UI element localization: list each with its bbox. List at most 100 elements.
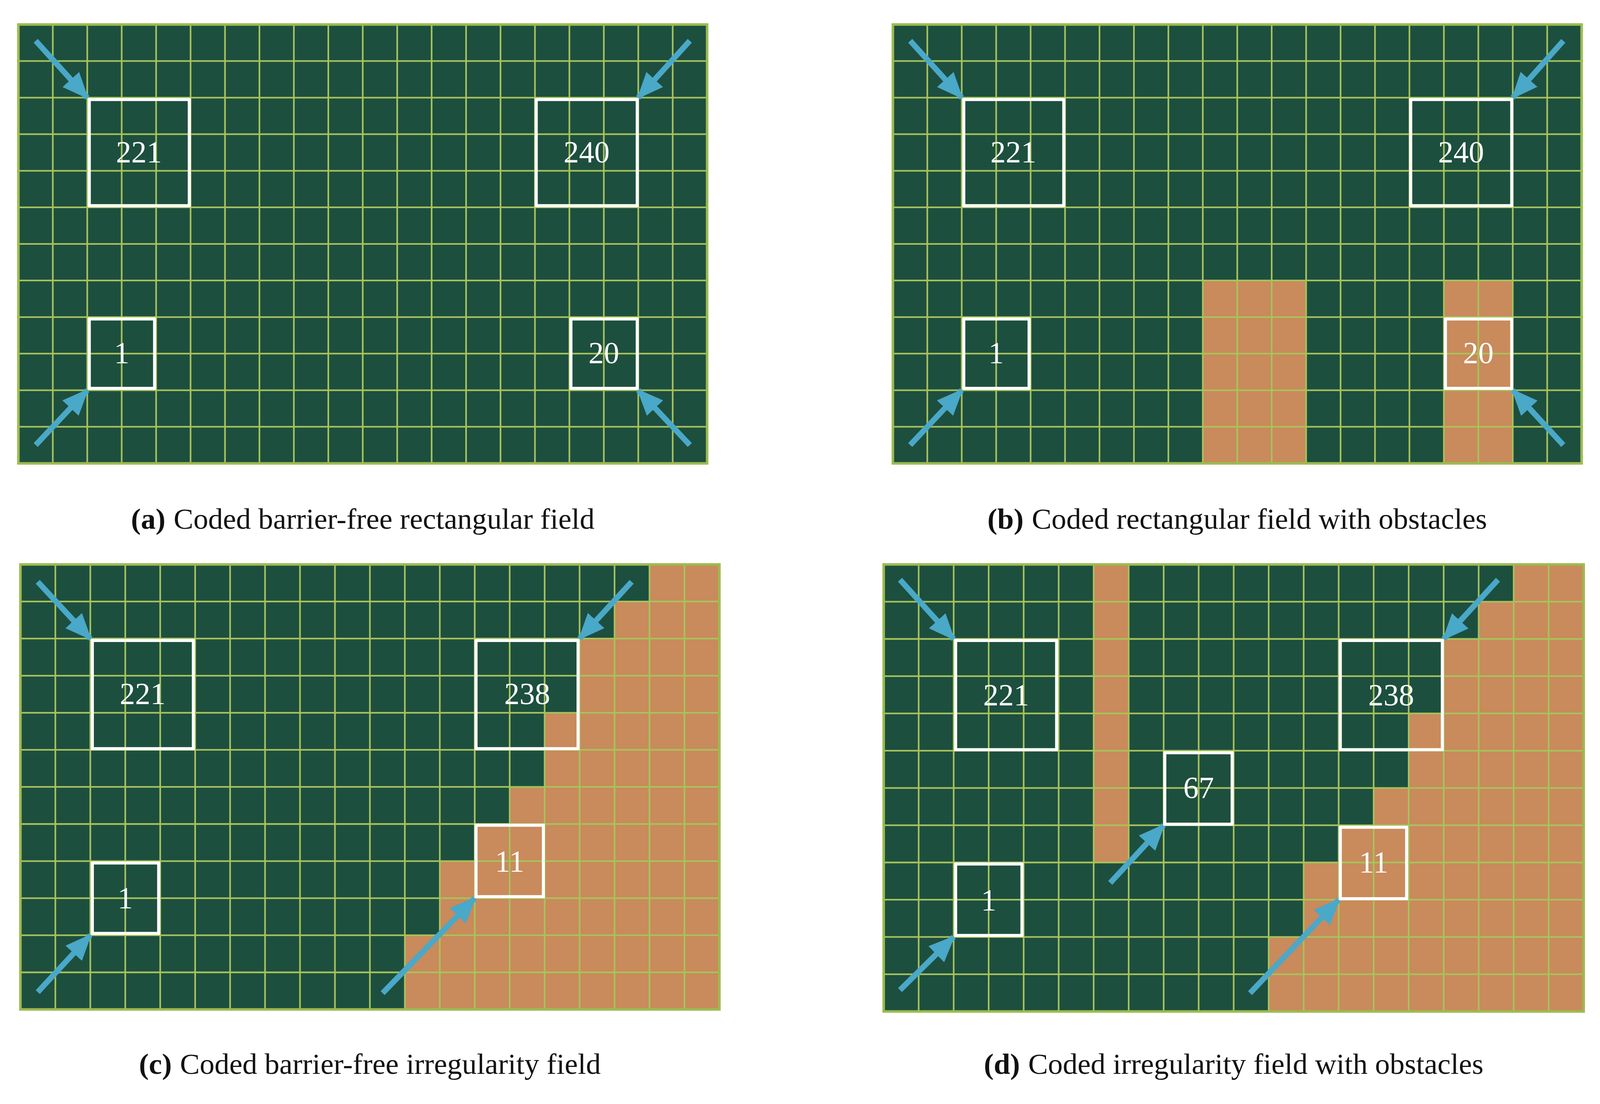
cell-code-number: 1	[988, 338, 1005, 369]
obstacle-cell	[1444, 390, 1479, 428]
obstacle-cell	[1093, 713, 1130, 752]
obstacle-cell	[1271, 426, 1307, 464]
obstacle-cell	[649, 638, 685, 676]
cell-code-box: 240	[1409, 97, 1513, 208]
obstacle-cell	[579, 934, 615, 973]
obstacle-cell	[1478, 601, 1514, 640]
obstacle-cell	[1478, 824, 1514, 863]
obstacle-cell	[579, 860, 615, 899]
obstacle-cell	[1093, 638, 1130, 677]
obstacle-cell	[579, 823, 615, 862]
obstacle-cell	[1443, 899, 1479, 938]
obstacle-cell	[1513, 601, 1550, 640]
obstacle-cell	[1513, 824, 1550, 863]
grid-line	[20, 711, 720, 714]
obstacle-cell	[1443, 862, 1479, 900]
obstacle-cell	[509, 972, 545, 1010]
obstacle-cell	[1443, 974, 1479, 1012]
obstacle-cell	[1548, 564, 1585, 603]
grid-line	[20, 785, 720, 788]
grid-line	[893, 133, 1582, 136]
obstacle-cell	[684, 972, 720, 1010]
cell-code-number: 238	[504, 678, 551, 710]
obstacle-cell	[614, 972, 651, 1010]
obstacle-cell	[579, 897, 615, 936]
obstacle-cell	[1443, 824, 1479, 863]
cell-code-number: 221	[119, 678, 166, 710]
obstacle-cell	[1237, 353, 1273, 391]
grid-line	[18, 242, 708, 245]
panel-tag: (c)	[139, 1046, 172, 1080]
obstacle-cell	[1444, 426, 1479, 464]
grid-line	[893, 242, 1582, 245]
obstacle-cell	[544, 823, 580, 862]
cell-code-number: 221	[983, 679, 1030, 710]
obstacle-cell	[439, 934, 476, 973]
obstacle-cell	[1303, 936, 1339, 975]
obstacle-cell	[1444, 280, 1479, 318]
obstacle-cell	[1271, 280, 1307, 318]
obstacle-cell	[684, 712, 720, 751]
obstacle-cell	[1443, 675, 1479, 714]
grid-line	[20, 674, 720, 677]
obstacle-cell	[1237, 426, 1273, 464]
obstacle-cell	[1338, 936, 1374, 975]
obstacle-cell	[1338, 899, 1374, 938]
obstacle-cell	[1202, 317, 1238, 355]
obstacle-cell	[684, 823, 720, 862]
obstacle-cell	[1338, 974, 1374, 1012]
obstacle-cell	[579, 712, 615, 751]
cell-code-box: 1	[87, 317, 157, 391]
obstacle-cell	[684, 638, 720, 676]
obstacle-cell	[579, 638, 615, 676]
obstacle-cell	[544, 786, 580, 825]
field-border	[893, 24, 1582, 464]
obstacle-cell	[1548, 862, 1585, 900]
field-panel	[18, 24, 708, 464]
pointer-arrow	[35, 390, 88, 446]
obstacle-cell	[1408, 750, 1445, 789]
pointer-arrow	[910, 390, 962, 446]
obstacle-cell	[614, 823, 651, 862]
pointer-arrow	[638, 390, 691, 446]
cell-code-box: 238	[1338, 638, 1444, 751]
obstacle-cell	[579, 972, 615, 1010]
obstacle-cell	[1478, 787, 1514, 826]
obstacle-cell	[1408, 862, 1445, 900]
pointer-arrow	[910, 40, 962, 98]
grid-line	[883, 787, 1584, 789]
obstacle-cell	[614, 601, 651, 639]
cell-code-number: 1	[117, 882, 134, 914]
cell-code-number: 240	[563, 136, 610, 168]
obstacle-cell	[1237, 317, 1273, 355]
cell-code-box: 238	[474, 638, 580, 750]
obstacle-cell	[614, 934, 651, 973]
pointer-arrow	[1512, 40, 1563, 98]
obstacle-cell	[1271, 353, 1307, 391]
cell-code-box: 1	[961, 317, 1031, 391]
obstacle-cell	[474, 897, 511, 936]
obstacle-cell	[1513, 750, 1550, 789]
field-panel	[20, 564, 720, 1010]
obstacle-cell	[614, 749, 651, 788]
obstacle-cell	[684, 897, 720, 936]
grid-line	[20, 822, 720, 825]
obstacle-cell	[509, 934, 545, 973]
field-border	[18, 24, 708, 464]
obstacle-cell	[544, 860, 580, 899]
crop-field	[883, 564, 1584, 1012]
cell-code-number: 240	[1438, 136, 1485, 168]
obstacle-cell	[474, 934, 511, 973]
panel-tag: (b)	[987, 501, 1024, 535]
obstacle-cell	[1548, 936, 1585, 975]
obstacle-cell	[1513, 974, 1550, 1012]
obstacle-cell	[649, 786, 685, 825]
obstacle-cell	[1478, 280, 1514, 318]
obstacle-cell	[439, 972, 476, 1010]
cell-code-box: 1	[953, 862, 1024, 937]
pointer-arrow	[638, 40, 691, 98]
cell-code-number: 1	[114, 338, 130, 369]
obstacle-cell	[1373, 899, 1410, 938]
obstacle-cell	[1513, 675, 1550, 714]
